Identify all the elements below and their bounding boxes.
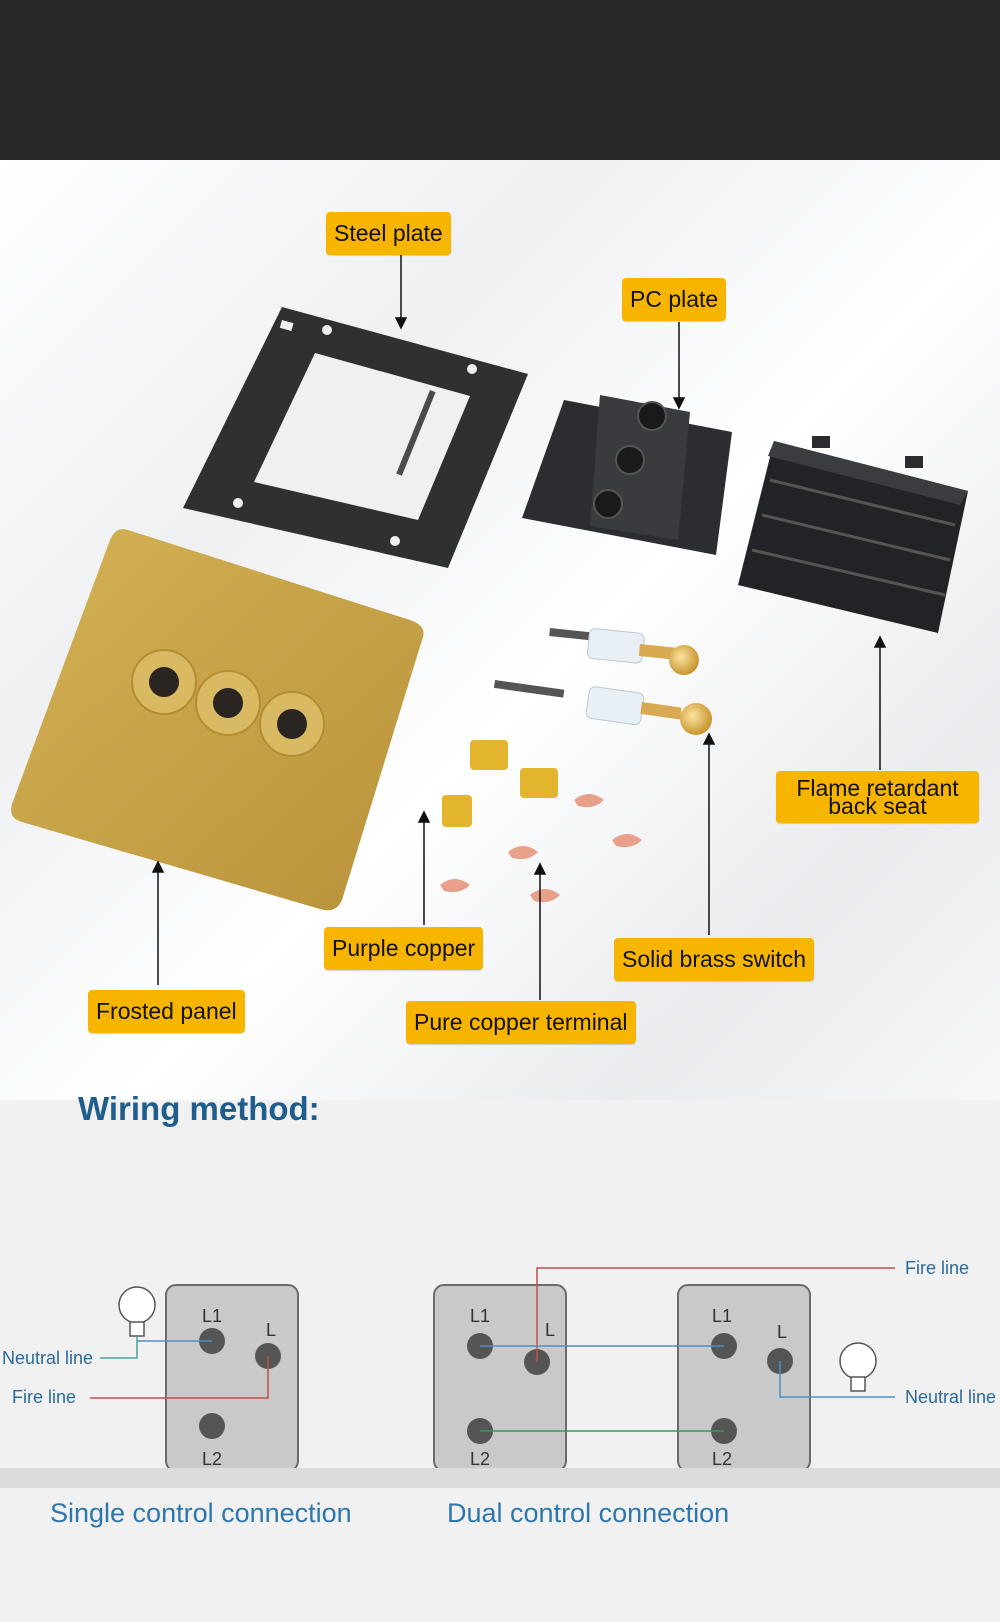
dual2-l: L	[777, 1322, 788, 1342]
dual2-l1: L1	[712, 1306, 733, 1326]
pc-plate-label: PC plate	[622, 278, 727, 321]
fire-line-left: Fire line	[12, 1387, 77, 1407]
neutral-line-left: Neutral line	[2, 1348, 94, 1368]
pc-plate-part	[522, 395, 732, 555]
copper-terminals	[440, 740, 642, 903]
dual-control-caption: Dual control connection	[447, 1498, 730, 1528]
top-dark-bar	[0, 0, 1000, 160]
dual1-l: L	[545, 1320, 556, 1340]
dual2-l2: L2	[712, 1449, 733, 1469]
brass-switch-pins	[493, 628, 712, 735]
wiring-section	[0, 1100, 1000, 1622]
dual1-l1: L1	[470, 1306, 491, 1326]
wiring-title: Wiring method:	[78, 1090, 320, 1127]
purple-copper-label: Purple copper	[324, 927, 484, 970]
single-l1: L1	[202, 1306, 223, 1326]
frosted-panel-label: Frosted panel	[88, 990, 245, 1033]
exploded-view-illustration	[11, 255, 968, 1000]
steel-plate-part	[183, 307, 528, 568]
steel-plate-label: Steel plate	[326, 212, 451, 255]
frosted-panel-part	[11, 529, 424, 911]
back-seat-part	[738, 436, 968, 633]
single-l2: L2	[202, 1449, 223, 1469]
panel-buttons	[131, 649, 325, 757]
single-control-caption: Single control connection	[50, 1498, 352, 1528]
back-seat-label: Flame retardant back seat	[776, 771, 979, 823]
neutral-line-right: Neutral line	[905, 1387, 997, 1407]
solid-brass-switch-label: Solid brass switch	[614, 938, 815, 981]
pure-copper-terminal-label: Pure copper terminal	[406, 1001, 636, 1044]
fire-line-right: Fire line	[905, 1258, 970, 1278]
dual1-l2: L2	[470, 1449, 491, 1469]
callout-arrows	[151, 255, 887, 1000]
single-l: L	[266, 1320, 277, 1340]
